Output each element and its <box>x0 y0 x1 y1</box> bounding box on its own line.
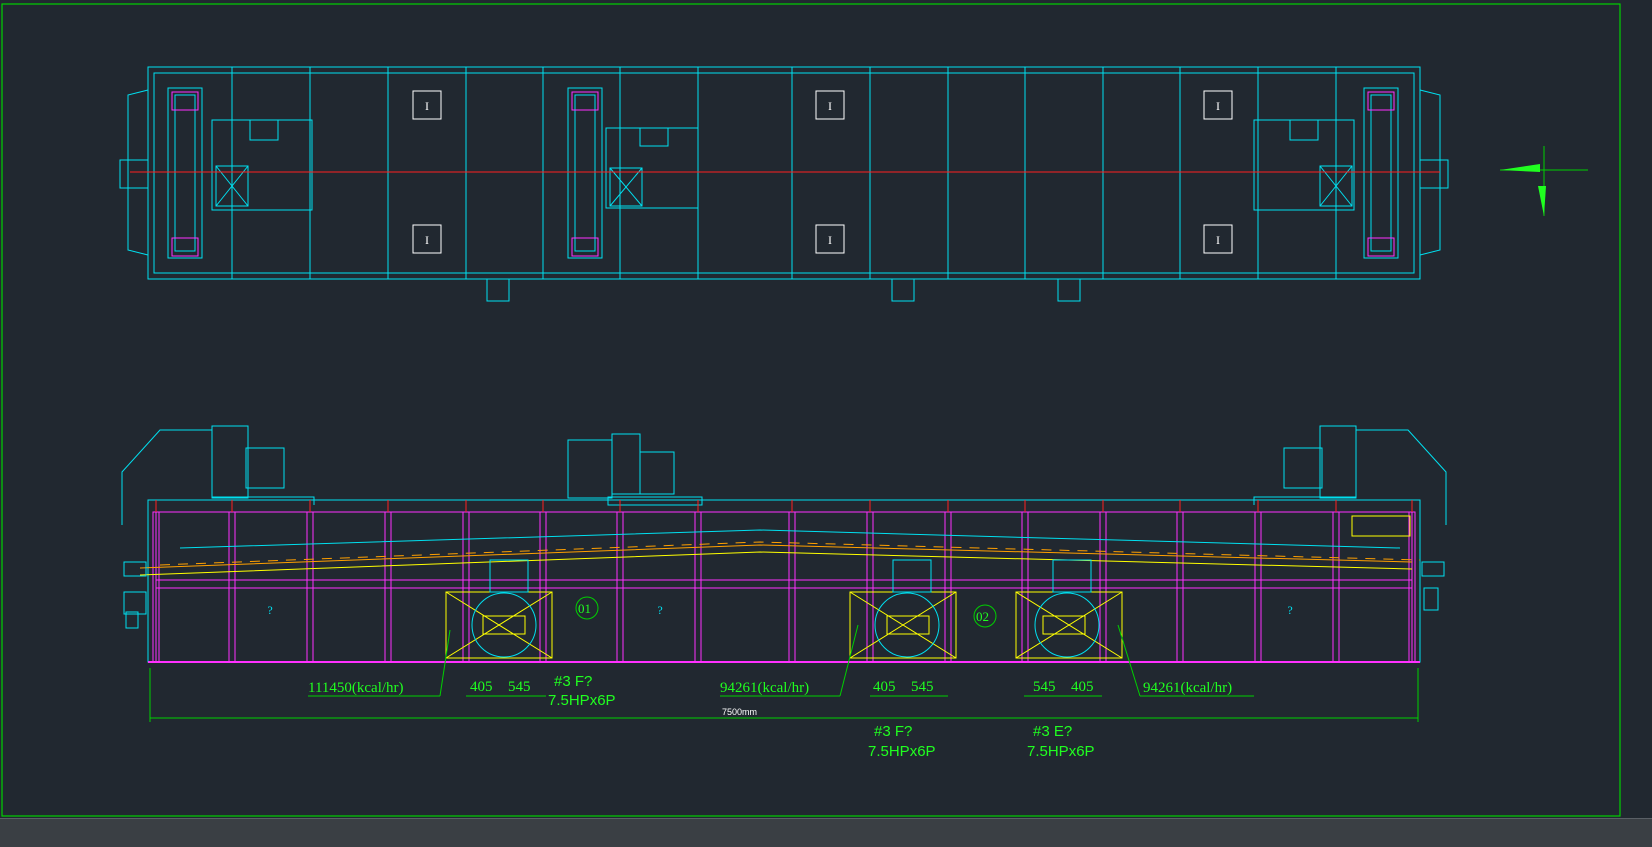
elevation-post <box>1099 511 1107 663</box>
unknown-label: ? <box>1287 603 1292 617</box>
plan-right-inlet <box>1419 159 1449 189</box>
inspection-hatch[interactable] <box>815 224 845 254</box>
dimension-lines <box>149 596 1419 722</box>
inspection-hatch[interactable] <box>412 90 442 120</box>
fan-power-left: 7.5HPx6P <box>548 692 616 709</box>
hatch-marker: I <box>1216 99 1220 113</box>
plan-blower-right <box>1253 87 1399 259</box>
elevation-post <box>1021 511 1029 663</box>
elevation-post <box>866 511 874 663</box>
elevation-post <box>462 511 470 663</box>
heat-load-label-right: 94261(kcal/hr) <box>1143 680 1232 696</box>
drawing-frame <box>1 3 1621 817</box>
fan-name-left: #3 F? <box>554 673 592 690</box>
plan-blower-mid <box>567 87 699 259</box>
plan-left-end-cap <box>127 89 149 256</box>
elevation-post <box>384 511 392 663</box>
unknown-label: ? <box>267 603 272 617</box>
hatch-marker: I <box>828 99 832 113</box>
elevation-post <box>1254 511 1262 663</box>
plan-leg <box>891 278 915 302</box>
elevation-post <box>944 511 952 663</box>
elevation-post <box>539 511 547 663</box>
unknown-label: ? <box>657 603 662 617</box>
plan-inner-outline <box>153 72 1415 274</box>
plan-outer-outline <box>147 66 1421 280</box>
inspection-hatch[interactable] <box>1203 224 1233 254</box>
inspection-hatch[interactable] <box>1203 90 1233 120</box>
fan-name-mid: #3 F? <box>874 723 912 740</box>
dim-545: 545 <box>1033 679 1056 695</box>
elevation-post <box>1176 511 1184 663</box>
elevation-view <box>121 425 1447 722</box>
elevation-post <box>788 511 796 663</box>
burner-fans <box>471 559 1100 658</box>
elevation-posts <box>152 500 1416 663</box>
dim-405: 405 <box>873 679 896 695</box>
dim-405: 405 <box>470 679 493 695</box>
bubble-label-01: 01 <box>578 601 591 616</box>
elevation-post <box>228 511 236 663</box>
ucs-icon <box>1500 146 1588 216</box>
burner-units <box>445 515 1411 659</box>
inspection-hatch[interactable] <box>815 90 845 120</box>
fan-power-mid: 7.5HPx6P <box>868 743 936 760</box>
plan-inspection-hatches <box>412 90 1233 254</box>
hatch-marker: I <box>425 99 429 113</box>
dim-545: 545 <box>911 679 934 695</box>
elevation-blowers <box>121 425 1447 525</box>
hatch-marker: I <box>425 233 429 247</box>
dim-545: 545 <box>508 679 531 695</box>
plan-left-inlet <box>119 159 149 189</box>
plan-view <box>119 66 1449 302</box>
hatch-marker: I <box>828 233 832 247</box>
fan-power-right: 7.5HPx6P <box>1027 743 1095 760</box>
plan-leg <box>1057 278 1081 302</box>
plan-blower-accents <box>171 91 1395 257</box>
elevation-post <box>306 511 314 663</box>
heat-load-label-mid: 94261(kcal/hr) <box>720 680 809 696</box>
fan-name-right: #3 E? <box>1033 723 1072 740</box>
inspection-hatch[interactable] <box>412 224 442 254</box>
plan-leg <box>486 278 510 302</box>
bubble-label-02: 02 <box>976 609 989 624</box>
heat-load-label-left: 111450(kcal/hr) <box>308 680 404 696</box>
status-bar[interactable] <box>0 818 1652 847</box>
plan-section-dividers <box>231 67 1337 279</box>
elevation-post <box>694 511 702 663</box>
elevation-post <box>1332 511 1340 663</box>
hatch-marker: I <box>1216 233 1220 247</box>
plan-blower-left <box>167 87 313 259</box>
dim-405: 405 <box>1071 679 1094 695</box>
total-length-dimension: 7500mm <box>722 707 757 717</box>
